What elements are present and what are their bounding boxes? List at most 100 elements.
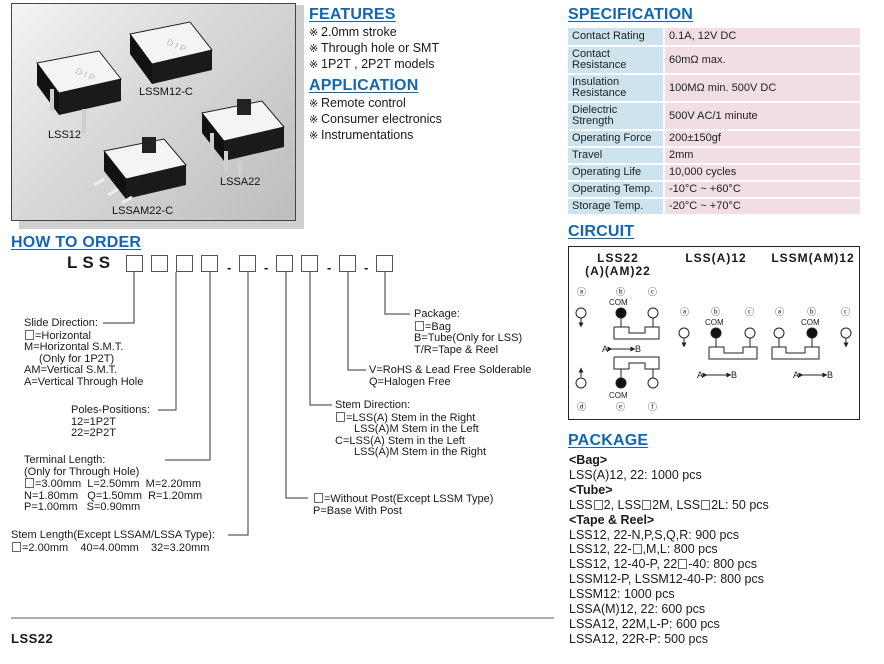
pin-label: ⓐ xyxy=(775,307,784,317)
switch-lssm12-c: D I P xyxy=(129,21,213,84)
placeholder-box-icon xyxy=(642,499,652,510)
order-separator: - xyxy=(327,260,332,275)
bullet-icon: ※ xyxy=(309,130,319,142)
pin-label: ⓐ xyxy=(680,307,689,317)
spec-key: Operating Temp. xyxy=(568,182,663,197)
direction-a-label: A xyxy=(793,370,799,380)
application-heading: APPLICATION xyxy=(309,77,419,94)
order-box-package xyxy=(376,255,393,272)
placeholder-box-icon xyxy=(415,320,424,331)
bullet-icon: ※ xyxy=(309,114,319,126)
spec-key: Dielectric Strength xyxy=(568,103,663,129)
specification-heading: SPECIFICATION xyxy=(568,6,693,23)
order-stem-length: Stem Length(Except LSSAM/LSSA Type):=2.0… xyxy=(11,529,216,554)
features-list: ※2.0mm stroke ※Through hole or SMT ※1P2T… xyxy=(309,25,439,73)
spec-key: Storage Temp. xyxy=(568,199,663,214)
feature-item: ※2.0mm stroke xyxy=(309,25,397,39)
order-separator: - xyxy=(227,260,232,275)
circuit-lssmam12: ⓐ ⓑ ⓒ COM A B xyxy=(771,307,852,380)
pin-label: ⓐ xyxy=(577,287,586,297)
order-box-poles-1 xyxy=(151,255,168,272)
switch-lss12: D I P xyxy=(36,50,122,133)
pin-label: ⓓ xyxy=(577,402,586,412)
spec-key: Operating Life xyxy=(568,165,663,180)
spec-value: 100MΩ min. 500V DC xyxy=(663,75,860,101)
pin-label: ⓑ xyxy=(711,307,720,317)
pin-label: ⓒ xyxy=(745,307,754,317)
circuit-title-lssa12: LSS(A)12 xyxy=(685,251,747,265)
order-box-stem-direction xyxy=(301,255,318,272)
feature-item: ※1P2T , 2P2T models xyxy=(309,57,435,71)
application-item: ※Remote control xyxy=(309,96,406,110)
spec-row: Storage Temp.-20°C ~ +70°C xyxy=(568,199,860,214)
package-item: LSSA12, 22M,L-P: 600 pcs xyxy=(569,616,720,631)
how-to-order-heading: HOW TO ORDER xyxy=(11,234,142,251)
model-label: LSS12 xyxy=(48,129,82,141)
switch-lssam22-c xyxy=(93,137,187,205)
direction-b-label: B xyxy=(827,370,833,380)
bullet-icon: ※ xyxy=(309,43,319,55)
pin-label: ⓑ xyxy=(616,287,625,297)
spec-value: 10,000 cycles xyxy=(663,165,860,180)
package-item: LSSA12, 22R-P: 500 pcs xyxy=(569,631,708,646)
package-item: LSS12, 22-N,P,S,Q,R: 900 pcs xyxy=(569,527,740,542)
placeholder-box-icon xyxy=(593,499,603,510)
product-photo-panel: D I P D I P xyxy=(11,3,296,221)
order-box-terminal-length xyxy=(201,255,218,272)
bullet-icon: ※ xyxy=(309,27,319,39)
order-terminal-length: Terminal Length:(Only for Through Hole)=… xyxy=(24,454,203,514)
footer-model-title: LSS22 xyxy=(11,631,54,646)
order-box-rohs xyxy=(339,255,356,272)
spec-value: 200±150gf xyxy=(663,131,860,146)
leader-rohs xyxy=(347,272,366,371)
direction-b-label: B xyxy=(635,344,641,354)
package-bag-header: <Bag> xyxy=(569,453,608,467)
package-item: LSS12, 12-40-P, 22-40: 800 pcs xyxy=(569,557,757,572)
order-box-post xyxy=(276,255,293,272)
spec-value: 60mΩ max. xyxy=(663,47,860,73)
com-label: COM xyxy=(705,318,724,327)
direction-a-label: A xyxy=(697,370,703,380)
spec-value: 0.1A, 12V DC xyxy=(663,28,860,45)
com-label: COM xyxy=(801,318,820,327)
package-item: LSSA(M)12, 22: 600 pcs xyxy=(569,602,706,617)
package-item: LSS(A)12, 22: 1000 pcs xyxy=(569,467,702,482)
package-heading: PACKAGE xyxy=(568,432,649,449)
spec-key: Contact Resistance xyxy=(568,47,663,73)
feature-item: ※Through hole or SMT xyxy=(309,41,440,55)
placeholder-box-icon xyxy=(314,493,323,503)
circuit-title-lss22: LSS22 (A)(AM)22 xyxy=(585,251,651,278)
order-stem-direction: Stem Direction:=LSS(A) Stem in the Right… xyxy=(335,399,487,459)
pin-label: ⓒ xyxy=(841,307,850,317)
model-label: LSSAM22-C xyxy=(112,205,174,217)
section-divider xyxy=(11,617,554,619)
pin-label: ⓕ xyxy=(648,402,657,412)
direction-b-label: B xyxy=(731,370,737,380)
package-tape-header: <Tape & Reel> xyxy=(569,512,655,527)
order-box-poles-2 xyxy=(176,255,193,272)
circuit-heading: CIRCUIT xyxy=(568,223,635,240)
placeholder-box-icon xyxy=(25,329,34,340)
spec-key: Contact Rating xyxy=(568,28,663,45)
order-box-stem-length xyxy=(239,255,256,272)
order-separator: - xyxy=(364,260,369,275)
order-separator: - xyxy=(264,260,269,275)
application-list: ※Remote control ※Consumer electronics ※I… xyxy=(309,96,442,144)
switch-illustrations: D I P D I P xyxy=(36,21,285,205)
placeholder-box-icon xyxy=(25,478,34,489)
com-label: COM xyxy=(609,391,628,400)
circuit-title-lssmam12: LSSM(AM)12 xyxy=(771,251,855,265)
leader-slide-direction xyxy=(103,272,135,324)
leader-post xyxy=(285,272,308,499)
bullet-icon: ※ xyxy=(309,98,319,110)
